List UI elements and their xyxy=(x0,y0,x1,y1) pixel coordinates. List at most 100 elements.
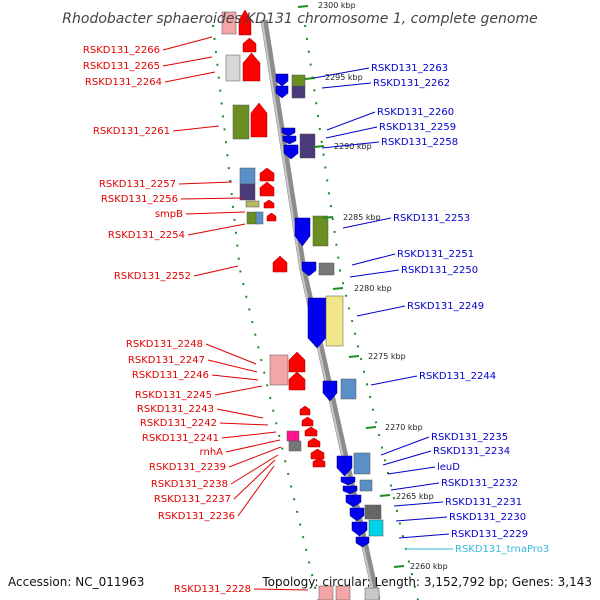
gene-label-rskd131-2254[interactable]: RSKD131_2254 xyxy=(108,230,185,241)
gene-label-rskd131-2239[interactable]: RSKD131_2239 xyxy=(149,462,226,473)
gene-label-rskd131-2247[interactable]: RSKD131_2247 xyxy=(128,355,205,366)
gene-arrow[interactable] xyxy=(259,167,275,182)
feature-box[interactable] xyxy=(318,262,335,276)
gene-arrow[interactable] xyxy=(301,261,317,277)
gene-label-rskd131-2228[interactable]: RSKD131_2228 xyxy=(174,584,251,595)
gene-arrow[interactable] xyxy=(342,485,358,495)
gene-arrow[interactable] xyxy=(322,380,338,402)
gene-label-rskd131-2252[interactable]: RSKD131_2252 xyxy=(114,271,191,282)
gene-label-rskd131-2229[interactable]: RSKD131_2229 xyxy=(451,529,528,540)
gene-arrow[interactable] xyxy=(299,405,311,416)
gene-label-rskd131-2258[interactable]: RSKD131_2258 xyxy=(381,137,458,148)
feature-box[interactable] xyxy=(325,295,344,347)
gene-label-rskd131-2235[interactable]: RSKD131_2235 xyxy=(431,432,508,443)
gene-label-rskd131-2263[interactable]: RSKD131_2263 xyxy=(371,63,448,74)
gene-arrow[interactable] xyxy=(242,52,261,82)
feature-box[interactable] xyxy=(291,85,306,99)
gene-label-rskd131-2249[interactable]: RSKD131_2249 xyxy=(407,301,484,312)
feature-box[interactable] xyxy=(364,504,382,520)
feature-box[interactable] xyxy=(288,440,302,452)
gene-label-rskd131-2248[interactable]: RSKD131_2248 xyxy=(126,339,203,350)
gene-arrow[interactable] xyxy=(294,217,311,247)
gene-label-rskd131-2259[interactable]: RSKD131_2259 xyxy=(379,122,456,133)
gene-label-rskd131-2230[interactable]: RSKD131_2230 xyxy=(449,512,526,523)
gene-arrow[interactable] xyxy=(242,37,257,53)
gene-label-rskd131-2231[interactable]: RSKD131_2231 xyxy=(445,497,522,508)
gene-label-rskd131-2245[interactable]: RSKD131_2245 xyxy=(135,390,212,401)
gene-label-rskd131-2264[interactable]: RSKD131_2264 xyxy=(85,77,162,88)
gene-label-rskd131-2236[interactable]: RSKD131_2236 xyxy=(158,511,235,522)
gene-arrow[interactable] xyxy=(266,212,277,222)
gene-label-rskd131-2238[interactable]: RSKD131_2238 xyxy=(151,479,228,490)
gene-arrow[interactable] xyxy=(301,416,314,427)
gene-arrow[interactable] xyxy=(259,181,275,197)
gene-arrow[interactable] xyxy=(307,437,321,448)
gene-arrow[interactable] xyxy=(349,507,365,522)
gene-label-rskd131-2261[interactable]: RSKD131_2261 xyxy=(93,126,170,137)
feature-box[interactable] xyxy=(286,430,300,442)
gene-arrow[interactable] xyxy=(275,73,289,87)
gene-label-rskd131-2246[interactable]: RSKD131_2246 xyxy=(132,370,209,381)
gene-label-smpb[interactable]: smpB xyxy=(155,209,183,220)
gene-label-rskd131-2241[interactable]: RSKD131_2241 xyxy=(142,433,219,444)
feature-box[interactable] xyxy=(359,479,373,492)
feature-box[interactable] xyxy=(318,585,334,600)
feature-box[interactable] xyxy=(232,104,250,140)
right-gene-labels: RSKD131_2263RSKD131_2262RSKD131_2260RSKD… xyxy=(371,63,549,555)
leader-line-rskd131-2230 xyxy=(395,516,448,522)
feature-box[interactable] xyxy=(255,211,264,225)
gene-label-leud[interactable]: leuD xyxy=(437,462,460,473)
gene-arrow[interactable] xyxy=(238,9,252,36)
feature-box[interactable] xyxy=(340,378,357,400)
gene-label-rnha[interactable]: rnhA xyxy=(200,447,224,458)
gene-label-rskd131-2257[interactable]: RSKD131_2257 xyxy=(99,179,176,190)
gene-label-rskd131-2260[interactable]: RSKD131_2260 xyxy=(377,107,454,118)
gene-label-rskd131-2243[interactable]: RSKD131_2243 xyxy=(137,404,214,415)
gene-label-rskd131-2250[interactable]: RSKD131_2250 xyxy=(401,265,478,276)
gene-label-rskd131-trnapro3[interactable]: RSKD131_trnaPro3 xyxy=(455,544,549,555)
gene-arrow[interactable] xyxy=(355,536,370,548)
feature-box[interactable] xyxy=(246,211,258,225)
gene-label-rskd131-2232[interactable]: RSKD131_2232 xyxy=(441,478,518,489)
feature-box[interactable] xyxy=(239,167,256,185)
feature-box[interactable] xyxy=(291,74,306,87)
gene-arrow[interactable] xyxy=(304,426,318,437)
feature-box[interactable] xyxy=(299,133,316,159)
feature-box[interactable] xyxy=(221,11,237,35)
gene-arrow[interactable] xyxy=(272,255,288,273)
gene-label-rskd131-2253[interactable]: RSKD131_2253 xyxy=(393,213,470,224)
gene-arrow[interactable] xyxy=(351,521,368,537)
gene-arrow[interactable] xyxy=(281,127,296,137)
gene-arrow[interactable] xyxy=(263,199,275,209)
feature-box[interactable] xyxy=(269,354,289,386)
gene-label-rskd131-2237[interactable]: RSKD131_2237 xyxy=(154,494,231,505)
gene-arrow[interactable] xyxy=(288,351,306,373)
gene-arrow[interactable] xyxy=(312,457,326,468)
gene-label-rskd131-2256[interactable]: RSKD131_2256 xyxy=(101,194,178,205)
gene-label-rskd131-2244[interactable]: RSKD131_2244 xyxy=(419,371,496,382)
gene-label-rskd131-2262[interactable]: RSKD131_2262 xyxy=(373,78,450,89)
gene-arrow[interactable] xyxy=(288,371,306,391)
feature-box[interactable] xyxy=(364,587,380,600)
feature-box[interactable] xyxy=(335,585,351,600)
gene-label-rskd131-2234[interactable]: RSKD131_2234 xyxy=(433,446,510,457)
gene-arrow[interactable] xyxy=(307,297,327,349)
gene-arrow[interactable] xyxy=(250,102,268,138)
gene-arrow[interactable] xyxy=(336,455,353,477)
gene-label-rskd131-2251[interactable]: RSKD131_2251 xyxy=(397,249,474,260)
feature-box[interactable] xyxy=(245,200,260,208)
feature-box[interactable] xyxy=(312,215,329,247)
gene-label-rskd131-2242[interactable]: RSKD131_2242 xyxy=(140,418,217,429)
gene-arrow[interactable] xyxy=(345,494,362,508)
gene-arrow[interactable] xyxy=(282,135,297,145)
gene-arrow[interactable] xyxy=(275,85,289,99)
feature-box[interactable] xyxy=(368,519,384,537)
gene-arrow[interactable] xyxy=(340,476,356,486)
feature-box[interactable] xyxy=(225,54,241,82)
feature-box[interactable] xyxy=(353,452,371,475)
gene-label-rskd131-2265[interactable]: RSKD131_2265 xyxy=(83,61,160,72)
gene-arrow[interactable] xyxy=(310,448,325,460)
feature-box[interactable] xyxy=(239,183,256,201)
gene-label-rskd131-2266[interactable]: RSKD131_2266 xyxy=(83,45,160,56)
gene-arrow[interactable] xyxy=(283,144,299,160)
